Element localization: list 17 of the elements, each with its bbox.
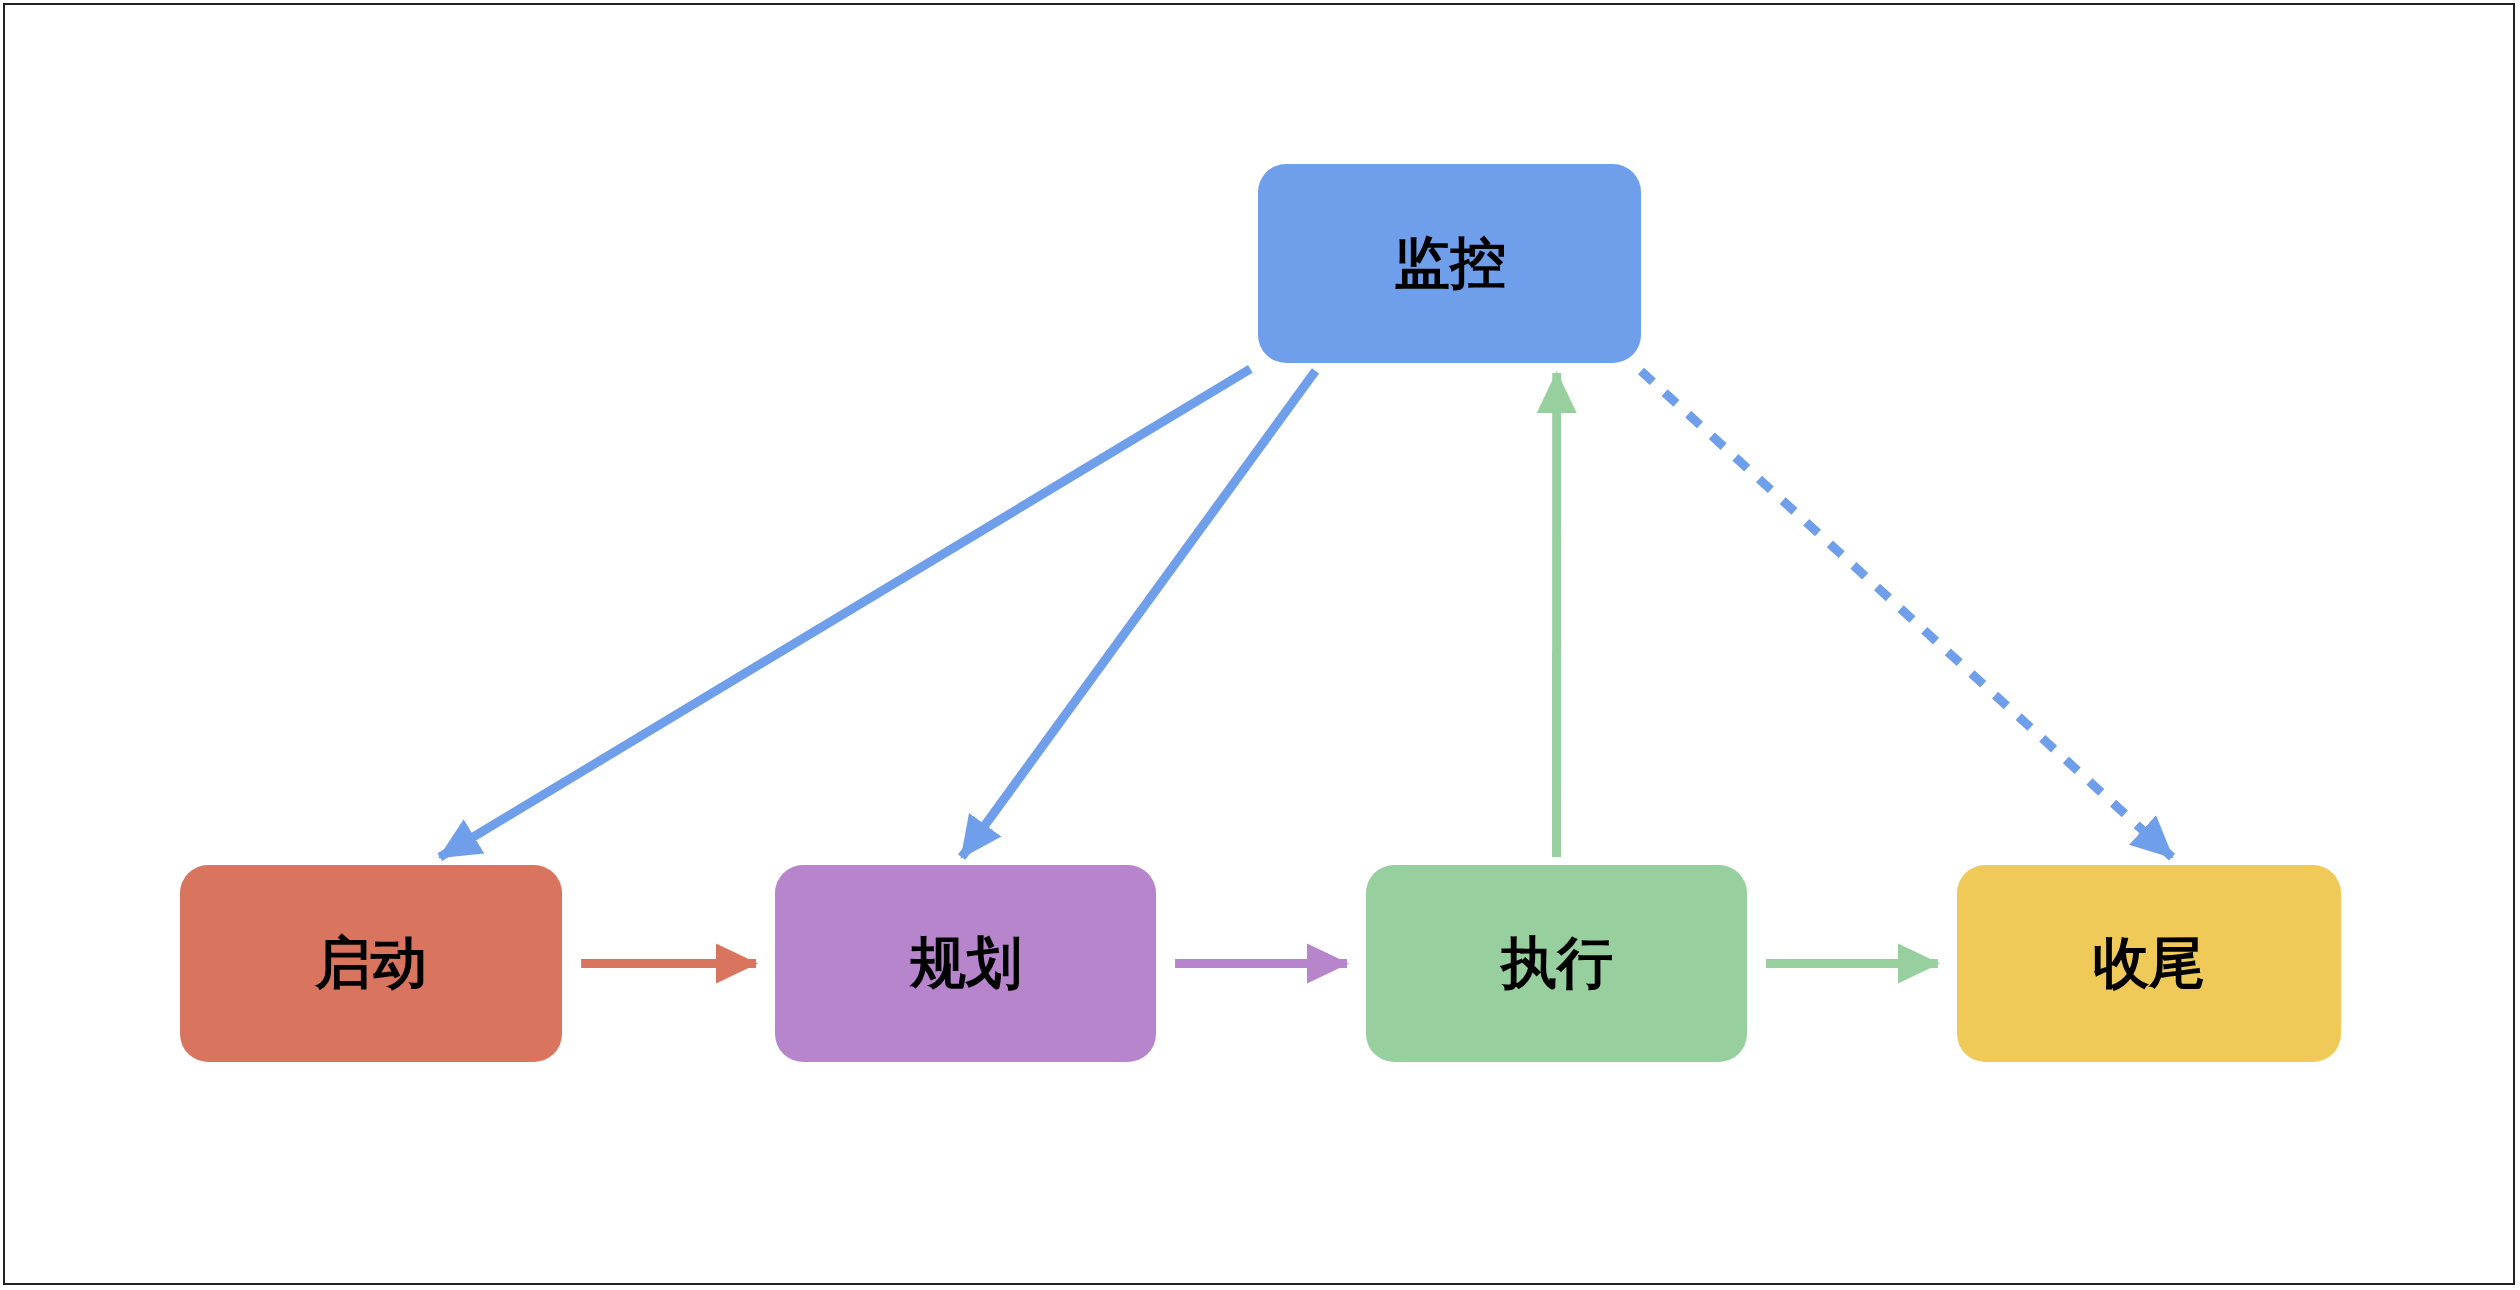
arrow [437, 365, 1253, 861]
node-label: 监控 [1393, 228, 1506, 297]
node-label: 启动 [315, 928, 427, 997]
process-box [1258, 164, 1641, 363]
process-box [180, 865, 562, 1062]
node-label: 收尾 [2093, 928, 2205, 997]
process-box [1366, 865, 1747, 1062]
arrow [1536, 370, 1577, 858]
process-box [1957, 865, 2341, 1062]
arrow [958, 368, 1320, 860]
arrow [1175, 943, 1349, 984]
node-label: 规划 [909, 928, 1022, 997]
arrow [1637, 367, 2176, 861]
node-label: 执行 [1500, 928, 1613, 997]
arrow [581, 943, 758, 984]
process-box [775, 865, 1156, 1062]
arrow [1766, 943, 1940, 984]
